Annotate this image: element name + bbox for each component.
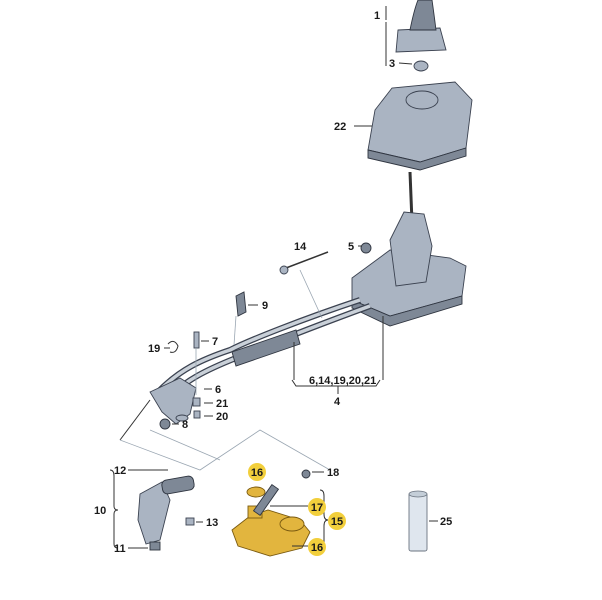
part-cable-bracket[interactable] — [149, 377, 197, 425]
callout-6: 6 — [215, 384, 221, 396]
callout-9: 9 — [262, 300, 268, 312]
callout-14: 14 — [294, 241, 307, 253]
part-bushing-21[interactable] — [192, 397, 201, 407]
callout-25: 25 — [440, 516, 452, 528]
callout-4: 4 — [334, 396, 341, 408]
callout-15: 15 — [328, 512, 346, 530]
part-housing-cover[interactable] — [367, 81, 473, 171]
callout-8: 8 — [182, 419, 188, 431]
callout-1: 1 — [374, 10, 380, 22]
part-selector-lever[interactable] — [137, 475, 195, 551]
callout-16-top: 16 — [248, 463, 266, 481]
callout-13: 13 — [206, 517, 218, 529]
part-selector-slider[interactable] — [231, 469, 311, 557]
callout-7: 7 — [212, 336, 218, 348]
callout-3: 3 — [389, 58, 395, 70]
callout-21: 21 — [216, 398, 228, 410]
callout-20: 20 — [216, 411, 228, 423]
svg-text:16: 16 — [251, 467, 263, 479]
part-ring[interactable] — [413, 60, 429, 72]
part-bushing-20[interactable] — [193, 410, 201, 419]
part-nut-8[interactable] — [159, 418, 171, 430]
part-bolt-7[interactable] — [193, 331, 200, 349]
callout-22: 22 — [334, 121, 346, 133]
part-lubricant-tube[interactable] — [408, 490, 428, 552]
part-nut-5[interactable] — [360, 242, 372, 254]
part-clip-19[interactable] — [167, 340, 179, 353]
part-clip-9[interactable] — [235, 291, 247, 317]
part-tie-14[interactable] — [279, 251, 329, 275]
callout-10: 10 — [94, 505, 106, 517]
callout-5: 5 — [348, 241, 354, 253]
part-shift-cables[interactable] — [119, 297, 372, 441]
callout-16-bottom: 16 — [308, 538, 326, 556]
callout-19: 19 — [148, 343, 160, 355]
part-shifter-base[interactable] — [351, 211, 467, 327]
svg-text:17: 17 — [311, 502, 323, 514]
callout-18: 18 — [327, 467, 339, 479]
callout-12: 12 — [114, 465, 126, 477]
part-gear-boot[interactable] — [395, 0, 447, 53]
callout-17: 17 — [308, 498, 326, 516]
svg-text:15: 15 — [331, 516, 343, 528]
svg-text:16: 16 — [311, 542, 323, 554]
callout-group-members: 6,14,19,20,21 — [309, 375, 376, 387]
callout-11: 11 — [114, 543, 126, 555]
